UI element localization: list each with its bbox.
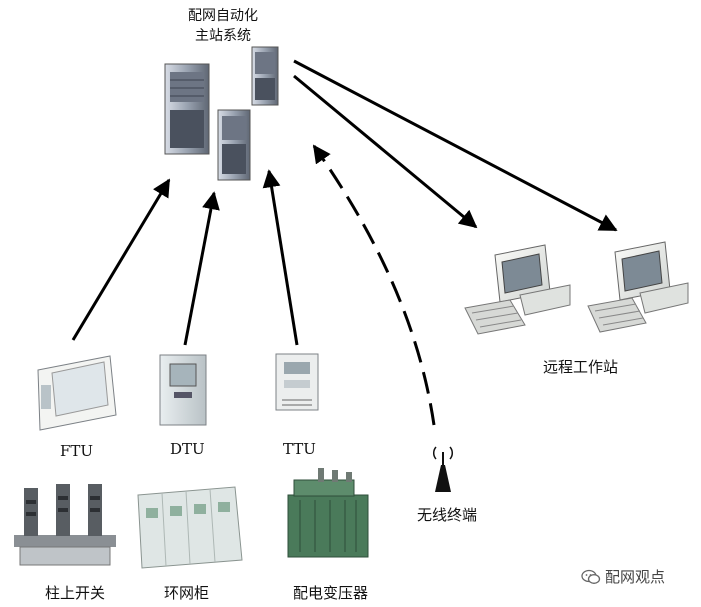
server-icon	[251, 46, 279, 106]
server-icon	[164, 63, 210, 155]
computer-icon	[464, 244, 571, 335]
ttu-device	[275, 353, 319, 411]
wireless-terminal-label: 无线终端	[417, 506, 478, 524]
dtu-device	[159, 354, 207, 426]
main-station-title-line2: 主站系统	[195, 28, 251, 44]
remote-workstation-label: 远程工作站	[543, 358, 619, 376]
pole-switch-label: 柱上开关	[45, 584, 106, 602]
ftu-device	[37, 355, 117, 431]
dtu-label: DTU	[170, 440, 205, 458]
ring-main-cabinet-label: 环网柜	[164, 584, 210, 602]
antenna-icon	[432, 446, 454, 492]
distribution-transformer-label: 配电变压器	[293, 584, 369, 602]
main-station-title-line1: 配网自动化	[188, 8, 258, 24]
server-icon	[217, 109, 251, 181]
computer-icon	[587, 241, 689, 333]
wechat-icon	[581, 569, 601, 584]
transformer-device	[287, 468, 369, 558]
ring-main-cabinet-device	[137, 486, 243, 569]
pole-switch-device	[14, 484, 116, 566]
watermark-text: 配网观点	[605, 568, 666, 586]
ttu-label: TTU	[283, 440, 316, 458]
ftu-label: FTU	[60, 442, 94, 460]
watermark: 配网观点	[581, 566, 665, 587]
